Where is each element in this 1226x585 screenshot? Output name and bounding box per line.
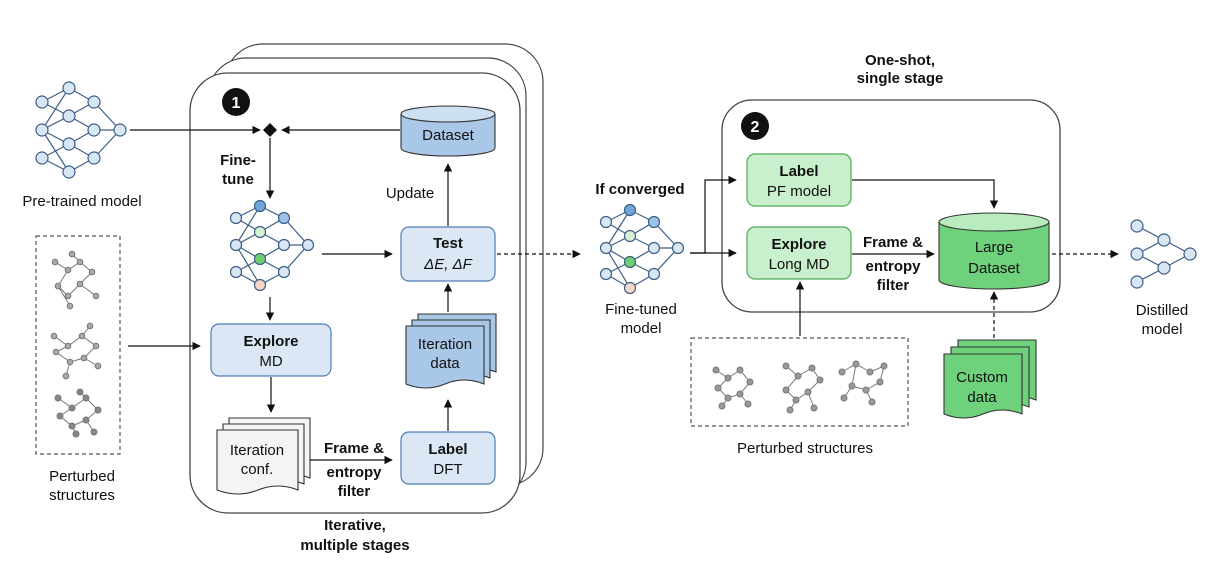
molecule-icon bbox=[838, 360, 888, 406]
pretrained-model-label: Pre-trained model bbox=[22, 193, 141, 210]
svg-text:Test: Test bbox=[433, 235, 463, 252]
svg-text:Label: Label bbox=[428, 441, 467, 458]
stage1-caption-line2: multiple stages bbox=[300, 537, 409, 554]
large-dataset-cylinder: Large Dataset bbox=[938, 212, 1050, 290]
svg-text:Dataset: Dataset bbox=[968, 260, 1021, 277]
svg-text:Label: Label bbox=[779, 163, 818, 180]
svg-text:conf.: conf. bbox=[241, 461, 274, 478]
stage2-filter-line2: entropy bbox=[865, 258, 921, 275]
stage2-filter-line1: Frame & bbox=[863, 234, 923, 251]
svg-text:DFT: DFT bbox=[433, 461, 462, 478]
molecule-icon bbox=[712, 366, 754, 410]
stage2-filter-line3: filter bbox=[877, 277, 910, 294]
svg-text:ΔE, ΔF: ΔE, ΔF bbox=[423, 256, 472, 273]
stage2-explore-box: Explore Long MD bbox=[746, 226, 852, 280]
stage1-dataset-cylinder: Dataset bbox=[400, 105, 496, 157]
svg-text:Custom: Custom bbox=[956, 369, 1008, 386]
perturbed-left-box bbox=[35, 235, 121, 455]
svg-text:data: data bbox=[967, 389, 997, 406]
svg-text:2: 2 bbox=[751, 119, 760, 136]
finetuned-network-icon bbox=[599, 203, 685, 295]
svg-text:Explore: Explore bbox=[243, 333, 298, 350]
finetuned-line2: model bbox=[621, 320, 662, 337]
stage1-test-box: Test ΔE, ΔF bbox=[400, 226, 496, 282]
iteration-conf-docs: Iteration conf. bbox=[216, 417, 311, 495]
finetune-line1: Fine- bbox=[220, 152, 256, 169]
arrow-label-to-large-dataset bbox=[852, 179, 999, 209]
svg-text:data: data bbox=[430, 355, 460, 372]
finetuning-network-icon bbox=[229, 199, 315, 292]
perturbed-bottom-label: Perturbed structures bbox=[737, 440, 873, 457]
stage1-filter-line1: Frame & bbox=[324, 440, 384, 457]
svg-text:Iteration: Iteration bbox=[418, 336, 472, 353]
finetune-line2: tune bbox=[222, 171, 254, 188]
merge-diamond bbox=[263, 123, 277, 137]
stage1-caption-line1: Iterative, bbox=[324, 517, 386, 534]
distilled-line1: Distilled bbox=[1136, 302, 1189, 319]
distilled-network-icon bbox=[1130, 219, 1197, 289]
stage2-label-box: Label PF model bbox=[746, 153, 852, 207]
molecule-icon bbox=[54, 388, 102, 438]
molecule-icon bbox=[782, 362, 824, 414]
stage1-label-box: Label DFT bbox=[400, 431, 496, 485]
pretrained-network-icon bbox=[35, 81, 127, 179]
stage1-filter-line2: entropy bbox=[326, 464, 382, 481]
stage1-badge: 1 bbox=[222, 88, 250, 116]
update-label: Update bbox=[386, 185, 434, 202]
perturbed-left-line2: structures bbox=[49, 487, 115, 504]
stage2-badge: 2 bbox=[741, 112, 769, 140]
finetuned-line1: Fine-tuned bbox=[605, 301, 677, 318]
svg-text:1: 1 bbox=[232, 95, 241, 112]
svg-text:Long MD: Long MD bbox=[769, 256, 830, 273]
converged-label: If converged bbox=[595, 181, 684, 198]
custom-data-docs: Custom data bbox=[943, 339, 1037, 419]
perturbed-bottom-box bbox=[690, 337, 909, 427]
perturbed-left-line1: Perturbed bbox=[49, 468, 115, 485]
stage1-filter-line3: filter bbox=[338, 483, 371, 500]
svg-text:MD: MD bbox=[259, 353, 282, 370]
molecule-icon bbox=[50, 322, 102, 380]
iteration-data-docs: Iteration data bbox=[405, 313, 497, 389]
svg-text:Explore: Explore bbox=[771, 236, 826, 253]
svg-text:Dataset: Dataset bbox=[422, 127, 475, 144]
stage1-explore-box: Explore MD bbox=[210, 323, 332, 377]
stage2-caption-line1: One-shot, bbox=[865, 52, 935, 69]
stage2-caption-line2: single stage bbox=[857, 70, 944, 87]
molecule-icon bbox=[51, 250, 100, 310]
distilled-line2: model bbox=[1142, 321, 1183, 338]
svg-text:PF model: PF model bbox=[767, 183, 831, 200]
svg-text:Large: Large bbox=[975, 239, 1013, 256]
svg-text:Iteration: Iteration bbox=[230, 442, 284, 459]
